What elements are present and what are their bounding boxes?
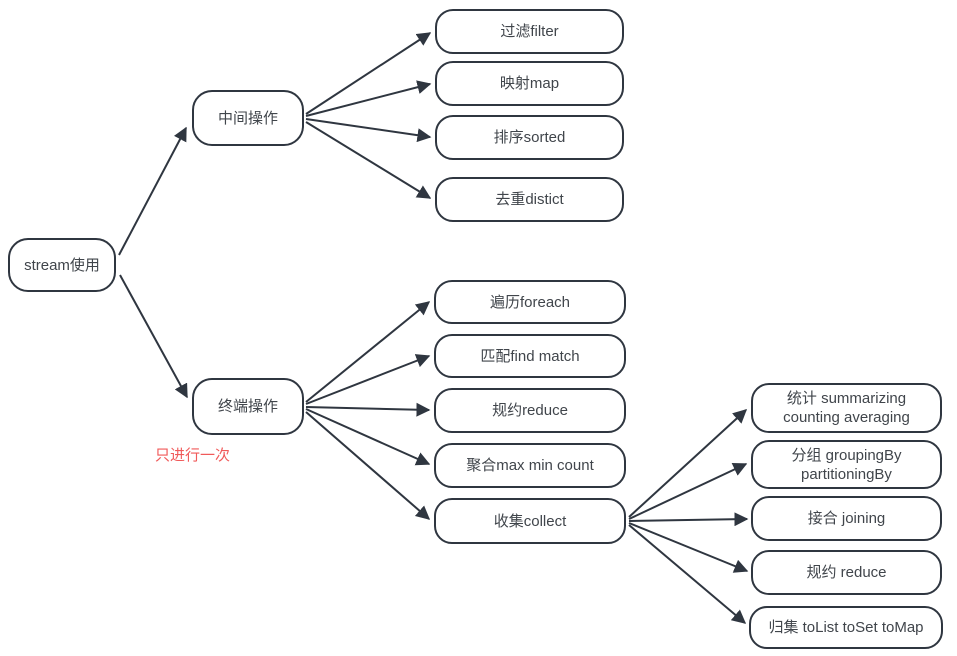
node-label: 匹配find match xyxy=(480,347,580,365)
node-label: 过滤filter xyxy=(500,23,559,40)
edge-collect-joining xyxy=(628,512,749,527)
edge-collect-summarizing xyxy=(628,409,748,518)
node-label: 规约reduce xyxy=(492,402,568,419)
node-collect-reduce[interactable]: 规约 reduce xyxy=(751,550,942,595)
edge-collect-tolist xyxy=(628,524,747,624)
node-tolist-toset-tomap[interactable]: 归集 toList toSet toMap xyxy=(749,606,943,649)
node-label: 遍历foreach xyxy=(489,293,571,311)
node-label: 排序sorted xyxy=(493,129,566,146)
node-label: 聚合max min count xyxy=(466,457,594,474)
node-intermediate-operations[interactable]: 中间操作 xyxy=(192,90,304,146)
node-label: stream使用 xyxy=(24,256,100,274)
edge-root-intermediate xyxy=(118,126,187,256)
edge-root-terminal xyxy=(119,274,188,399)
edge-intermediate-filter xyxy=(305,32,432,115)
node-collect[interactable]: 收集collect xyxy=(434,498,626,544)
node-joining[interactable]: 接合 joining xyxy=(751,496,942,541)
terminal-note: 只进行一次 xyxy=(155,447,231,464)
node-filter[interactable]: 过滤filter xyxy=(435,9,624,54)
node-foreach[interactable]: 遍历foreach xyxy=(434,280,626,324)
node-label: 接合 joining xyxy=(807,510,886,527)
edge-intermediate-distict xyxy=(305,121,432,199)
node-label: 统计 summarizing counting averaging xyxy=(783,390,910,426)
edge-collect-grouping xyxy=(628,463,748,520)
edge-intermediate-map xyxy=(305,80,432,117)
node-label: 中间操作 xyxy=(217,109,278,127)
node-label: 规约 reduce xyxy=(806,564,887,581)
edge-terminal-findmatch xyxy=(305,354,431,405)
node-map[interactable]: 映射map xyxy=(435,61,624,106)
node-label: 分组 groupingBy partitioningBy xyxy=(791,446,902,483)
node-max-min-count[interactable]: 聚合max min count xyxy=(434,443,626,488)
edge-terminal-reduce xyxy=(305,402,431,417)
edge-terminal-aggregate xyxy=(305,408,431,466)
edge-collect-reduce xyxy=(628,522,749,573)
node-reduce[interactable]: 规约reduce xyxy=(434,388,626,433)
node-label: 去重distict xyxy=(495,191,564,208)
node-label: 归集 toList toSet toMap xyxy=(768,619,924,636)
node-find-match[interactable]: 匹配find match xyxy=(434,334,626,378)
edge-terminal-foreach xyxy=(305,301,431,403)
edge-terminal-collect xyxy=(305,411,431,520)
node-stream-root[interactable]: stream使用 xyxy=(8,238,116,292)
node-label: 终端操作 xyxy=(217,398,278,415)
node-distict[interactable]: 去重distict xyxy=(435,177,624,222)
node-summarizing[interactable]: 统计 summarizing counting averaging xyxy=(751,383,942,433)
node-grouping-partitioning[interactable]: 分组 groupingBy partitioningBy xyxy=(751,440,942,489)
edge-intermediate-sorted xyxy=(305,118,432,143)
node-label: 映射map xyxy=(499,75,560,92)
node-label: 收集collect xyxy=(493,512,567,530)
node-terminal-operations[interactable]: 终端操作 xyxy=(192,378,304,435)
node-sorted[interactable]: 排序sorted xyxy=(435,115,624,160)
